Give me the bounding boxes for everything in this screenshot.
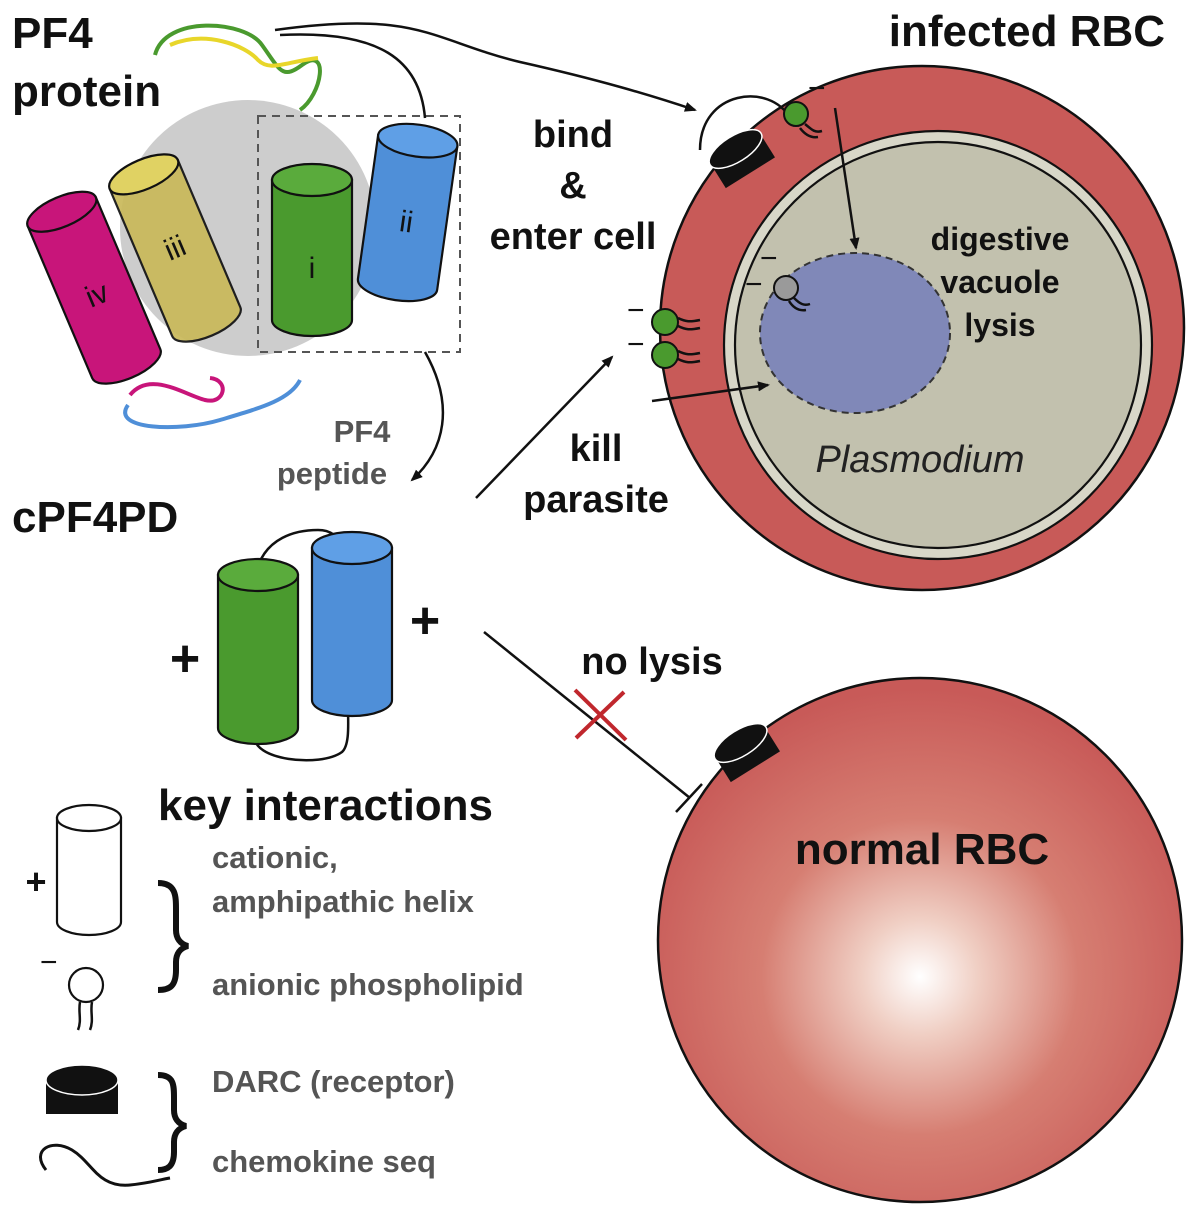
digestive-vacuole [759,252,951,414]
normal-rbc-label: normal RBC [795,825,1049,874]
infected-rbc-title: infected RBC [889,7,1165,56]
pf4-peptide-label-line2: peptide [277,456,387,491]
darc-chemokine-arc [698,95,792,151]
key-anionic-label: anionic phospholipid [212,967,524,1002]
key-brace-top [157,880,189,993]
plasmodium-label: Plasmodium [815,439,1024,481]
phospholipid-left-charge-1: − [627,294,645,327]
cpf4pd-plus-left: + [170,630,200,688]
key-chemokine-icon [39,1143,171,1187]
cpf4pd-group: cPF4PD + + [12,493,440,762]
bind-label-line2: & [559,165,586,207]
normal-rbc [656,676,1184,1204]
bind-arrow [274,22,697,112]
phospholipid-top-charge: − [808,72,826,105]
anionic-phospholipid-top: − [783,72,826,139]
inhibition-bar [675,783,703,813]
cpf4pd-bottom-loop [253,707,350,762]
kill-vacuole-arrow [651,381,770,403]
chemokine-loop-yellow [169,36,319,68]
key-chemokine-label: chemokine seq [212,1144,436,1179]
pf4-protein-title-line2: protein [12,67,161,116]
no-lysis-group: no lysis [483,631,723,813]
helix-ii-tether-line [279,33,427,119]
peptide-selection-box [257,115,461,353]
helix-i-label: i [309,252,316,285]
key-phospholipid-icon: − [40,946,105,1031]
pf4-protein-group: iv iii i ii PF4 protein [12,9,461,430]
cpf4pd-blue-helix [310,546,394,718]
kill-label-line1: kill [570,428,623,470]
phospholipid-vacuole-charge-1: − [760,242,778,275]
bind-label-line3: enter cell [490,216,657,258]
infected-rbc-group: infected RBC digestive vacuole lysis Pla… [627,7,1186,592]
helix-iii: iii [108,153,242,343]
bind-label-line1: bind [533,114,613,156]
key-title: key interactions [158,781,493,830]
pf4-peptide-label-line1: PF4 [334,414,392,449]
cpf4pd-title: cPF4PD [12,493,178,542]
key-darc-icon [45,1064,119,1114]
normal-rbc-group: normal RBC [656,676,1184,1204]
no-lysis-x-2 [574,690,626,740]
phospholipid-vacuole-charge-2: − [745,268,763,301]
key-phospholipid-minus: − [40,946,58,979]
cpf4pd-green-helix [216,573,300,746]
protein-to-peptide-arrow [410,351,445,482]
key-brace-bottom [157,1072,187,1173]
chemokine-loop-blue [123,378,302,430]
key-interactions-legend: key interactions + − cationic, amphipath… [25,781,524,1187]
digestive-label-line2: vacuole [940,264,1059,300]
key-darc-label: DARC (receptor) [212,1064,455,1099]
helix-i: i [270,162,354,338]
chemokine-loop-green [153,23,322,112]
kill-label-line2: parasite [523,479,669,521]
key-cationic-label-line1: cationic, [212,840,338,875]
key-helix-icon: + [25,803,123,937]
kill-arrow [475,355,614,499]
phospholipid-left-charge-2: − [627,328,645,361]
darc-receptor-infected [708,128,775,189]
cpf4pd-plus-right: + [410,592,440,650]
key-helix-plus: + [25,861,46,902]
helix-ii-label: ii [397,205,415,240]
chemokine-loop-magenta [128,376,225,403]
helix-iv: iv [26,190,162,385]
digestive-label-line1: digestive [931,221,1070,257]
pf4-protein-title-line1: PF4 [12,9,93,58]
digestive-label-line3: lysis [964,307,1035,343]
inhibition-line [483,631,691,799]
helix-ii: ii [356,122,459,303]
anionic-phospholipid-left-pair: − − [627,294,701,369]
enter-vacuole-arrow [833,107,860,250]
key-cationic-label-line2: amphipathic helix [212,884,475,919]
anionic-phospholipid-vacuole: − − [745,242,811,312]
darc-receptor-normal [713,722,780,783]
no-lysis-label: no lysis [581,641,723,683]
